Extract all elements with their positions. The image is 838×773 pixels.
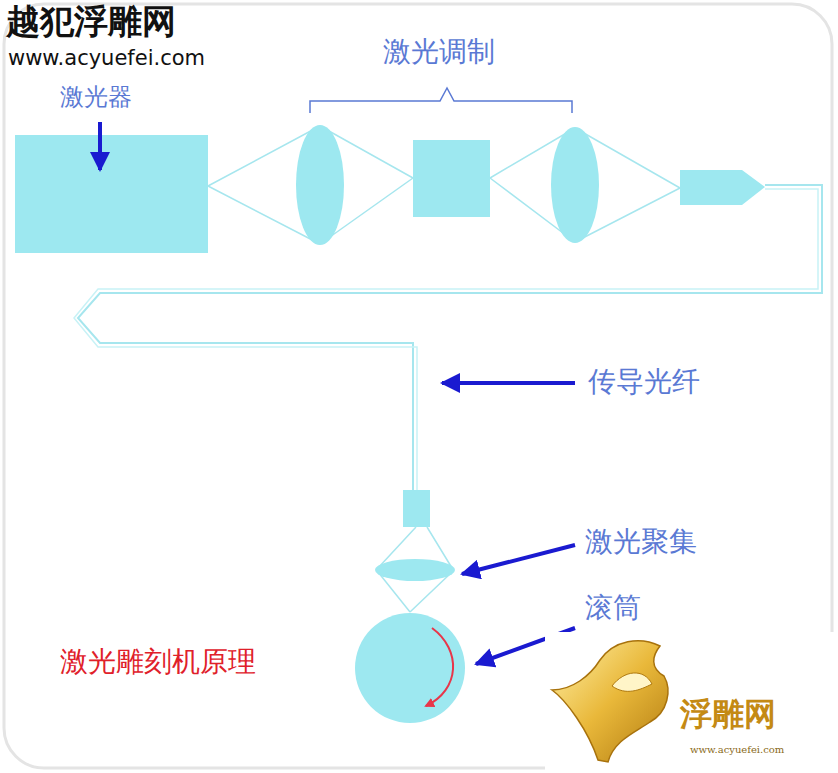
modulator	[413, 140, 490, 217]
part-label: 激光聚集	[585, 526, 697, 558]
focus-lens	[375, 559, 455, 581]
lens	[296, 125, 344, 245]
group-label: 激光调制	[383, 36, 495, 68]
rotation-arrow	[426, 628, 453, 706]
optical-fiber	[78, 185, 822, 490]
diagram-title: 激光雕刻机原理	[60, 646, 256, 678]
logo-detail	[612, 673, 652, 691]
part-label: 激光器	[60, 84, 132, 112]
laser-box	[15, 135, 208, 253]
watermark: 越犯浮雕网	[6, 2, 176, 41]
logo-text: 浮雕网	[680, 696, 776, 733]
logo-ground	[545, 632, 838, 773]
lens	[551, 127, 599, 243]
callout-arrows	[100, 122, 575, 664]
fiber-head	[403, 490, 430, 527]
fiber-coupler	[680, 170, 765, 205]
bracket	[310, 88, 572, 113]
part-label: 滚筒	[585, 592, 641, 624]
logo-url: www.acyuefei.com	[690, 744, 784, 756]
optical-fiber	[74, 189, 818, 490]
drum	[355, 613, 465, 723]
part-label: 传导光纤	[588, 366, 700, 398]
watermark-url: www.acyuefei.com	[8, 46, 205, 70]
logo-emblem	[552, 641, 668, 762]
